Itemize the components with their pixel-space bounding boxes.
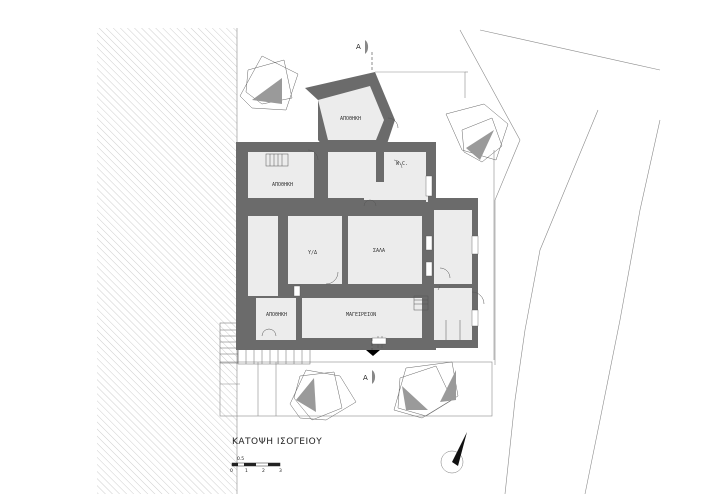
- scale-label-top: 0.5: [237, 456, 244, 462]
- drawing-title: ΚΑΤΟΨΗ ΙΣΟΓΕΙΟΥ: [232, 437, 322, 447]
- room-labels: ΑΠΟΘΗΚΗ W.C. ΑΠΟΘΗΚΗ Υ/Δ ΣΑΛΑ ΑΠΟΘΗΚΗ ΜΑ…: [266, 116, 408, 318]
- terrain-hatch: [97, 28, 238, 494]
- scale-tick-1: 1: [245, 468, 248, 474]
- scale-bar: 0.5 0 1 2 3: [230, 456, 282, 474]
- room-label-kitchen: ΜΑΓΕΙΡΕΙΟΝ: [346, 312, 376, 318]
- interior-details: [261, 117, 485, 348]
- site-boundary-lines: [219, 29, 661, 495]
- room-label-storage-north: ΑΠΟΘΗΚΗ: [340, 116, 361, 122]
- tree-icon: [239, 55, 509, 421]
- room-label-storage-sw: ΑΠΟΘΗΚΗ: [266, 312, 287, 318]
- room-floors: [248, 152, 472, 340]
- room-label-living: ΣΑΛΑ: [373, 248, 385, 254]
- section-label-top: A: [356, 43, 361, 51]
- scale-tick-0: 0: [230, 468, 233, 474]
- north-arrow-icon: [440, 432, 467, 474]
- scale-tick-2: 2: [262, 468, 265, 474]
- windows: [293, 175, 479, 345]
- section-marker-icon: A A: [356, 40, 380, 384]
- room-label-wc: W.C.: [396, 161, 408, 167]
- scale-tick-3: 3: [279, 468, 282, 474]
- room-label-bedroom: Υ/Δ: [308, 250, 317, 256]
- section-label-bottom: A: [363, 374, 368, 382]
- room-label-storage-west: ΑΠΟΘΗΚΗ: [272, 182, 293, 188]
